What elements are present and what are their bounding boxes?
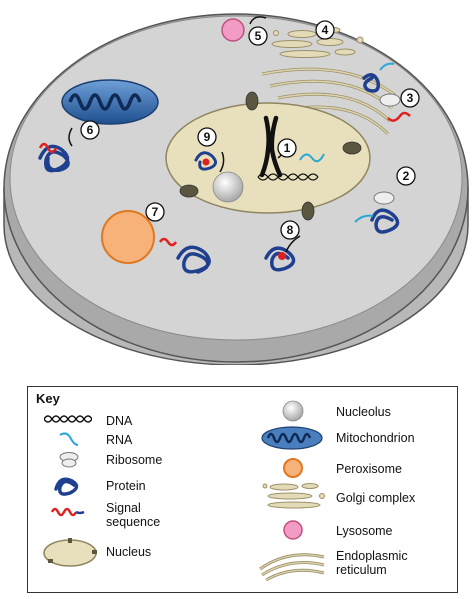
er-icon (259, 553, 325, 581)
golgi-icon (262, 483, 325, 509)
step-number-1: 1 (284, 141, 291, 155)
mitochondrion-icon (261, 426, 323, 450)
signal-sequence-icon (50, 507, 85, 517)
step-circle-3 (400, 88, 420, 108)
peroxisome (101, 210, 155, 264)
key-legend: Key DNA RNA Ribosome Protein Signal sequ… (27, 386, 458, 593)
ribosome-3 (379, 93, 401, 107)
rna-strand (299, 153, 325, 163)
key-label-er: Endoplasmic reticulum (336, 549, 408, 577)
key-label-rna: RNA (106, 433, 133, 447)
step-circle-5 (248, 26, 268, 46)
signal-9 (202, 158, 210, 166)
key-title: Key (36, 391, 60, 406)
lysosome (221, 18, 245, 42)
step-number-6: 6 (87, 123, 94, 137)
key-label-nucleus: Nucleus (106, 545, 152, 559)
step-circle-7 (145, 202, 165, 222)
signal-6 (38, 142, 58, 154)
rna-strand-icon (59, 432, 79, 446)
signal-7 (158, 237, 178, 247)
key-label-signal-sequence: Signal sequence (106, 501, 161, 529)
key-label-golgi: Golgi complex (336, 491, 416, 505)
mitochondrion-cristae (68, 93, 142, 111)
signal-8 (278, 252, 286, 260)
ribosome-icon (59, 452, 79, 468)
step-circle-6 (80, 120, 100, 140)
chromosome (259, 115, 283, 178)
ribosome-2 (373, 191, 395, 205)
step-number-9: 9 (204, 130, 211, 144)
step-circle-1 (277, 138, 297, 158)
protein-9 (194, 151, 217, 171)
key-label-lysosome: Lysosome (336, 524, 393, 538)
rna-2 (354, 214, 374, 223)
step-number-8: 8 (287, 223, 294, 237)
nuclear-pores (179, 91, 362, 221)
protein-2 (370, 208, 400, 234)
signal-3 (387, 111, 411, 122)
key-label-mitochondrion: Mitochondrion (336, 431, 415, 445)
key-label-ribosome: Ribosome (106, 453, 163, 467)
key-label-peroxisome: Peroxisome (336, 462, 402, 476)
nucleus-icon (43, 538, 97, 567)
step-circle-9 (197, 127, 217, 147)
key-label-nucleolus: Nucleolus (336, 405, 391, 419)
step-circle-8 (280, 220, 300, 240)
step-number-4: 4 (322, 23, 329, 37)
golgi-complex (271, 26, 364, 58)
step-number-5: 5 (255, 29, 262, 43)
key-label-dna: DNA (106, 414, 133, 428)
key-label-protein: Protein (106, 479, 146, 493)
dna-helix (257, 173, 319, 181)
step-number-7: 7 (152, 205, 159, 219)
protein-8 (264, 246, 296, 272)
cell-diagram: 1 2 3 4 5 6 7 8 9 (3, 13, 469, 365)
lysosome-icon (283, 520, 303, 540)
nucleolus (212, 171, 244, 203)
protein-coil-icon (54, 477, 79, 496)
dna-helix-icon (44, 415, 92, 423)
step-number-3: 3 (407, 91, 414, 105)
rna-3 (379, 62, 395, 71)
nucleolus-icon (282, 400, 304, 422)
step-number-2: 2 (403, 169, 410, 183)
protein-6 (38, 144, 70, 173)
protein-7 (176, 245, 211, 274)
peroxisome-icon (283, 458, 303, 478)
protein-3 (362, 73, 381, 93)
step-circle-4 (315, 20, 335, 40)
step-circle-2 (396, 166, 416, 186)
